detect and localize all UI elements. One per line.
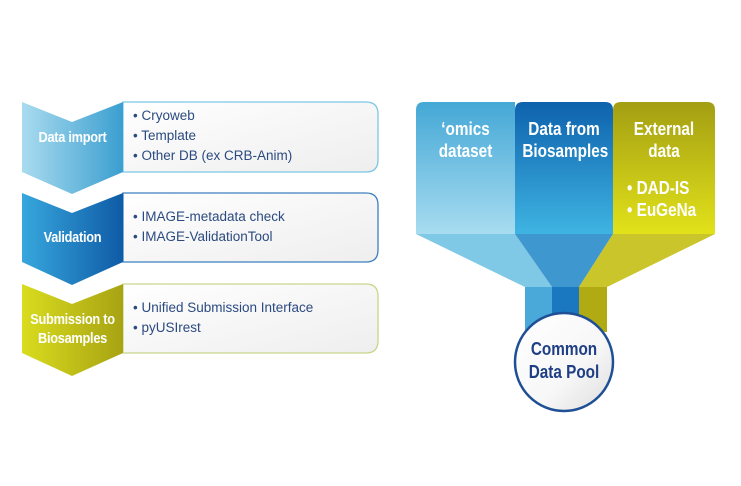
list-item: • pyUSIrest — [133, 320, 201, 335]
step-box-submission — [122, 283, 379, 354]
step-label-line: Submission to — [30, 312, 115, 328]
source-label-line: data — [648, 141, 680, 161]
chevron-submission — [22, 284, 123, 376]
list-item: • EuGeNa — [627, 200, 697, 220]
step-box-validation — [122, 192, 379, 263]
list-item: • Template — [133, 128, 197, 143]
source-label-line: dataset — [438, 141, 493, 161]
step-label-submission: Submission to Biosamples — [28, 311, 117, 349]
common-data-pool-label: Common Data Pool — [522, 338, 607, 384]
source-label-line: Biosamples — [522, 141, 609, 161]
step-items-submission: • Unified Submission Interface • pyUSIre… — [133, 298, 313, 338]
source-label-biosamples: Data from Biosamples — [522, 118, 609, 162]
funnel-segment-external — [579, 234, 715, 287]
step-label-validation: Validation — [43, 230, 102, 246]
source-label-line: Data from — [528, 119, 600, 139]
list-item: • IMAGE-metadata check — [133, 209, 285, 224]
chevron-data-import — [22, 102, 123, 194]
source-card-omics — [416, 102, 515, 234]
step-label-data-import: Data import — [38, 130, 107, 146]
source-card-external — [613, 102, 715, 234]
source-label-omics: ‘omics dataset — [423, 118, 507, 162]
pool-label-line: Common — [530, 339, 598, 359]
source-label-line: ‘omics — [441, 119, 490, 139]
pool-label-line: Data Pool — [528, 362, 600, 382]
list-item: • IMAGE-ValidationTool — [133, 229, 273, 244]
step-items-validation: • IMAGE-metadata check • IMAGE-Validatio… — [133, 207, 285, 247]
source-card-biosamples — [515, 102, 613, 234]
source-label-external: External data — [621, 118, 708, 162]
funnel-segment-omics — [416, 234, 552, 287]
funnel-segment-biosamples — [515, 234, 613, 287]
common-data-pool-circle — [513, 311, 615, 413]
list-item: • DAD-IS — [627, 178, 690, 198]
external-sources-list: • DAD-IS • EuGeNa — [627, 177, 696, 221]
step-items-data-import: • Cryoweb • Template • Other DB (ex CRB-… — [133, 106, 292, 166]
step-label-line: Biosamples — [38, 331, 107, 347]
step-box-data-import — [122, 101, 379, 173]
list-item: • Other DB (ex CRB-Anim) — [133, 148, 293, 163]
list-item: • Cryoweb — [133, 108, 195, 123]
source-label-line: External — [633, 119, 695, 139]
list-item: • Unified Submission Interface — [133, 300, 314, 315]
chevron-validation — [22, 193, 123, 285]
